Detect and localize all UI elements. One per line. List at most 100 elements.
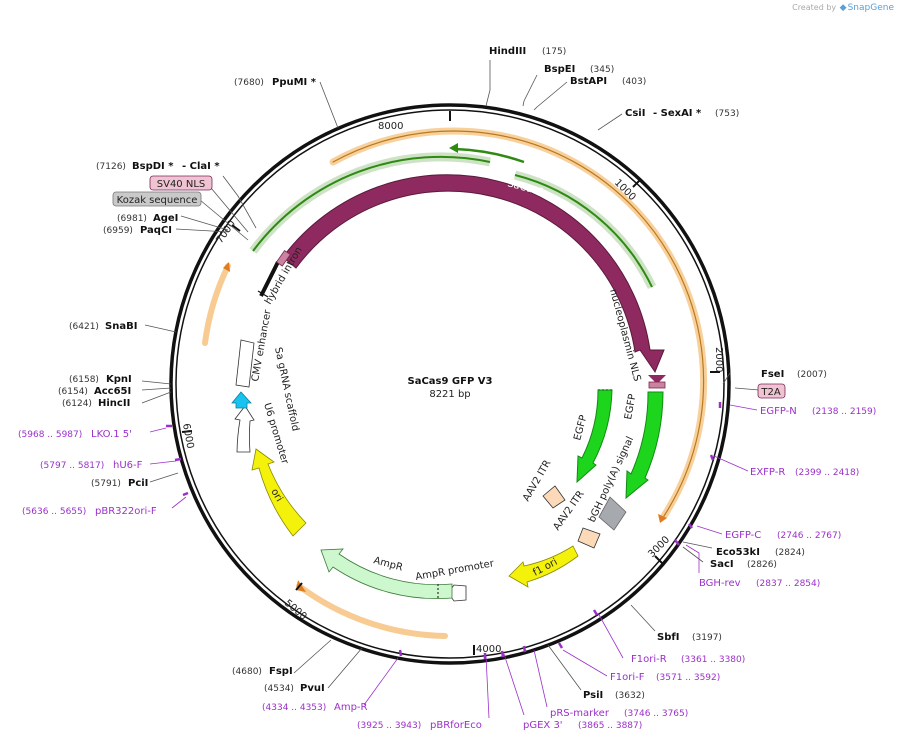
sv40-marker (275, 249, 291, 267)
site-paqci-pos: (6959) (103, 226, 133, 236)
site-psii-pos: (3632) (615, 691, 645, 701)
site-agei-pos: (6981) (117, 214, 147, 224)
ampr-arrow (320, 548, 453, 599)
site-hindiii-pos: (175) (542, 47, 566, 57)
bgh-polya-block (598, 496, 627, 531)
orange-arc-head-1 (658, 514, 667, 523)
egfp-arrow-inner (576, 389, 613, 484)
backbone-inner-ring (175, 109, 725, 659)
site-pcii: PciI (128, 478, 148, 489)
primer-bghrev: BGH-rev (699, 578, 741, 589)
primer-pbr: pBRforEco (430, 720, 482, 731)
t2a-label: T2A (760, 387, 780, 398)
primer-ampr: Amp-R (334, 702, 368, 713)
primer-leader-lines (149, 404, 758, 719)
primer-egfpn-pos: (2138 .. 2159) (812, 407, 876, 417)
site-sexai: - SexAI * (653, 108, 702, 119)
site-pvui: PvuI (300, 683, 325, 694)
orange-feature-arcs (202, 127, 708, 639)
cmv-enhancer-block (235, 339, 255, 388)
site-agei: AgeI (153, 213, 178, 224)
site-acc65i: Acc65I (94, 386, 131, 397)
primer-hu6-pos: (5797 .. 5817) (40, 461, 104, 471)
primer-exfpr: EXFP-R (750, 467, 785, 478)
sacas9-feature-arrow (282, 174, 665, 374)
site-hindiii: HindIII (489, 46, 526, 57)
kozak-label: Kozak sequence (117, 195, 198, 206)
primer-pbr322-pos: (5636 .. 5655) (22, 507, 86, 517)
egfp-arrow-outer (625, 391, 664, 500)
primer-prs-pos: (3746 .. 3765) (624, 709, 688, 719)
primer-bghrev-pos: (2837 .. 2854) (756, 579, 820, 589)
snapgene-credit: Created by ◆SnapGene (792, 3, 894, 13)
u6-promoter-arrow (234, 405, 255, 453)
primer-pgex-pos: (3865 .. 3887) (578, 721, 642, 731)
primer-lko-pos: (5968 .. 5987) (18, 430, 82, 440)
primer-f1orir: F1ori-R (631, 654, 667, 665)
f1-ori-arrow (508, 545, 579, 588)
ampr-promoter-label: AmpR promoter (415, 558, 496, 583)
site-saci-pos: (2826) (747, 560, 777, 570)
hybrid-intron-tick (257, 290, 269, 298)
credit-brand: SnapGene (847, 3, 894, 13)
primer-f1orif: F1ori-F (610, 672, 645, 683)
t2a-marker (648, 381, 666, 389)
site-bstapi: BstAPI (570, 76, 607, 87)
primer-pgex: pGEX 3' (523, 720, 563, 731)
site-pcii-pos: (5791) (91, 479, 121, 489)
site-kpni-pos: (6158) (69, 375, 99, 385)
primer-hu6: hU6-F (113, 460, 143, 471)
primer-pbr322: pBR322ori-F (95, 506, 157, 517)
primer-lko: LKO.1 5' (91, 429, 132, 440)
site-saci: SacI (710, 559, 734, 570)
site-eco53ki: Eco53kI (716, 547, 760, 558)
ring-ticks (181, 111, 720, 655)
primer-pbr-pos: (3925 .. 3943) (357, 721, 421, 731)
site-ppumi-pos: (7680) (234, 78, 264, 88)
site-bspdi: BspDI * (132, 161, 174, 172)
credit-text: Created by (792, 3, 837, 12)
tick-label-6000: 6000 (180, 423, 195, 450)
site-fspi: FspI (269, 666, 293, 677)
site-psii: PsiI (583, 690, 603, 701)
green-feature-arcs (249, 147, 657, 289)
snapgene-logo-icon: ◆ (839, 3, 847, 13)
site-snabi-pos: (6421) (69, 322, 99, 332)
orange-arc-head-2 (296, 580, 306, 592)
sv40-nls-label: SV40 NLS (157, 179, 206, 190)
site-clai: - ClaI * (182, 161, 220, 172)
primer-egfpc: EGFP-C (725, 530, 761, 541)
orange-arc-head-3 (223, 262, 230, 272)
plasmid-name: SaCas9 GFP V3 (408, 376, 493, 387)
site-bspei: BspEI (544, 64, 575, 75)
primer-markers (166, 402, 722, 659)
hybrid-intron-bar (259, 261, 280, 297)
site-ppumi: PpuMI * (272, 77, 317, 88)
site-hincii-pos: (6124) (62, 399, 92, 409)
site-acc65i-pos: (6154) (58, 387, 88, 397)
ori-arrow (251, 448, 307, 537)
aav2-itr-block-2 (542, 485, 566, 509)
egfp-label-inner: EGFP (572, 414, 589, 442)
scaffold-arrow (231, 391, 252, 409)
site-paqci: PaqCI (140, 225, 172, 236)
plasmid-size: 8221 bp (429, 389, 470, 400)
primer-exfpr-pos: (2399 .. 2418) (795, 468, 859, 478)
aav2-itr-block-1 (577, 527, 601, 549)
tick-label-8000: 8000 (378, 121, 403, 132)
kozak-box (112, 191, 202, 207)
primer-f1orif-pos: (3571 .. 3592) (656, 673, 720, 683)
site-sbfi-pos: (3197) (692, 633, 722, 643)
site-fspi-pos: (4680) (232, 667, 262, 677)
primer-egfpn: EGFP-N (760, 406, 797, 417)
site-fsei: FseI (761, 369, 784, 380)
np-nls-marker (648, 375, 666, 384)
t2a-box (757, 383, 786, 399)
tick-label-4000: 4000 (476, 644, 501, 655)
green-arc-head (449, 143, 458, 153)
site-hincii: HincII (98, 398, 130, 409)
site-csii: CsiI (625, 108, 645, 119)
site-snabi: SnaBI (105, 321, 137, 332)
sv40-nls-box (149, 175, 213, 191)
